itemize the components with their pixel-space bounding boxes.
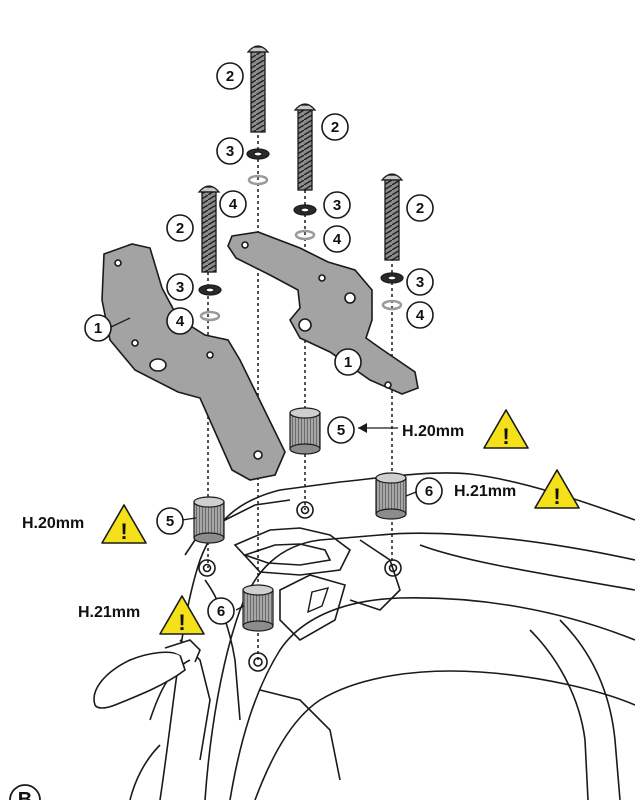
dimension-label-h20-left: H.20mm (22, 515, 84, 532)
svg-text:6: 6 (425, 483, 433, 500)
warning-icon-left: ! (101, 504, 147, 544)
svg-text:2: 2 (331, 119, 339, 136)
section-marker: B (9, 784, 41, 800)
bracket-plate-left (101, 243, 286, 481)
svg-text:3: 3 (416, 274, 424, 291)
spacer-6-right (375, 472, 407, 520)
callout-4-a: 4 (219, 190, 247, 218)
dimension-label-h20-upper: H.20mm (402, 423, 464, 440)
callout-1-left: 1 (84, 314, 112, 342)
spacer-5-lower (193, 496, 225, 544)
callout-4-b: 4 (323, 225, 351, 253)
bolt-1 (246, 45, 270, 133)
callout-3-b: 3 (323, 191, 351, 219)
callout-4-c: 4 (406, 301, 434, 329)
callout-4-d: 4 (166, 307, 194, 335)
warning-icon-upper: ! (483, 409, 529, 449)
callout-2-c: 2 (406, 194, 434, 222)
spacer-6-center (242, 584, 274, 632)
svg-text:4: 4 (176, 313, 185, 330)
svg-text:!: ! (178, 610, 185, 635)
warning-icon-lower: ! (159, 595, 205, 635)
dimension-label-h21-right: H.21mm (454, 483, 516, 500)
svg-text:4: 4 (229, 196, 238, 213)
callout-1-right: 1 (334, 348, 362, 376)
svg-text:2: 2 (226, 68, 234, 85)
callout-3-a: 3 (216, 137, 244, 165)
svg-text:!: ! (553, 484, 560, 509)
svg-text:1: 1 (344, 354, 352, 371)
callout-6-center: 6 (207, 597, 235, 625)
svg-text:5: 5 (166, 513, 174, 530)
callout-2-b: 2 (321, 113, 349, 141)
callout-5-upper: 5 (327, 416, 355, 444)
callout-3-c: 3 (406, 268, 434, 296)
svg-text:3: 3 (226, 143, 234, 160)
warning-icon-right: ! (534, 469, 580, 509)
bolt-2 (293, 103, 317, 191)
arrow-head (358, 423, 367, 433)
callout-2-d: 2 (166, 214, 194, 242)
svg-text:!: ! (502, 424, 509, 449)
bracket-plate-right (227, 231, 419, 395)
dimension-label-h21-left: H.21mm (78, 604, 140, 621)
bolt-3 (380, 173, 404, 261)
svg-text:3: 3 (333, 197, 341, 214)
bolt-4 (197, 185, 221, 273)
lock-washers (198, 148, 404, 296)
svg-text:6: 6 (217, 603, 225, 620)
svg-text:!: ! (120, 519, 127, 544)
svg-text:2: 2 (176, 220, 184, 237)
callout-3-d: 3 (166, 273, 194, 301)
svg-text:B: B (18, 789, 32, 800)
flat-washers (199, 174, 403, 322)
motorcycle-rear-rack (93, 472, 635, 800)
callout-5-lower: 5 (156, 507, 184, 535)
svg-text:5: 5 (337, 422, 345, 439)
callout-2-a: 2 (216, 62, 244, 90)
spacer-5-upper (289, 407, 321, 455)
svg-text:4: 4 (416, 307, 425, 324)
svg-text:1: 1 (94, 320, 102, 337)
svg-text:4: 4 (333, 231, 342, 248)
svg-text:2: 2 (416, 200, 424, 217)
callout-6-right: 6 (415, 477, 443, 505)
svg-text:3: 3 (176, 279, 184, 296)
